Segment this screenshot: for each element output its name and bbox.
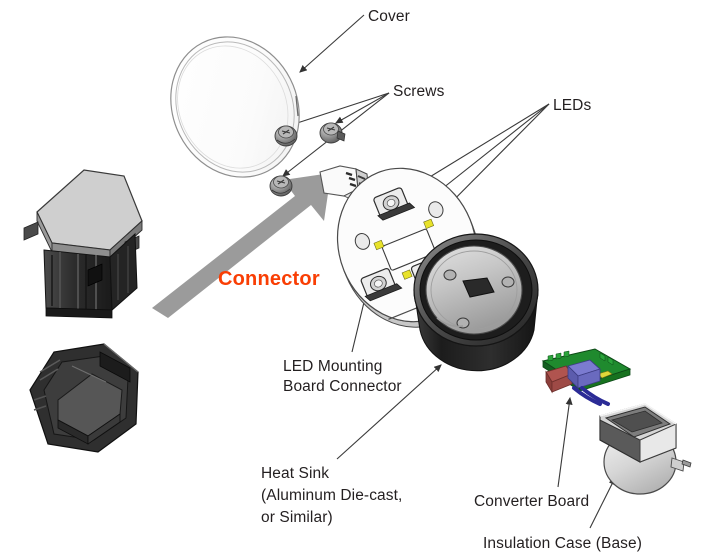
led-package-1 [373, 187, 416, 221]
led-package-2 [360, 268, 403, 302]
label-leds: LEDs [553, 97, 592, 114]
connector-lower-part [29, 343, 139, 453]
insulation-case-part [599, 403, 692, 495]
screw-1 [274, 125, 298, 147]
label-screws: Screws [393, 83, 445, 100]
converter-board-part [541, 348, 632, 406]
label-cover: Cover [368, 8, 410, 25]
heat-sink-part [413, 233, 539, 372]
connector-direction-arrow [152, 173, 331, 318]
screw-2 [319, 122, 346, 144]
screw-3 [269, 175, 293, 197]
label-led-mounting-board-connector-line2: Board Connector [283, 378, 402, 395]
label-heat-sink-line2: (Aluminum Die-cast, [261, 487, 403, 504]
label-led-mounting-board-connector-line1: LED Mounting [283, 358, 383, 375]
label-connector: Connector [218, 268, 320, 290]
leader-lines [282, 14, 616, 529]
label-heat-sink-line3: or Similar) [261, 509, 333, 526]
cover-part [170, 36, 300, 178]
label-insulation-case: Insulation Case (Base) [483, 535, 643, 552]
connector-upper-part [23, 169, 143, 319]
label-heat-sink-line1: Heat Sink [261, 465, 330, 482]
label-converter-board: Converter Board [474, 493, 590, 510]
